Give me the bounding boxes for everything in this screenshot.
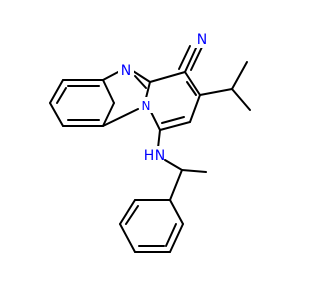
bond: [169, 169, 183, 201]
bond: [157, 129, 161, 149]
bond: [169, 199, 184, 225]
bond-double: [161, 116, 185, 124]
bond-double: [186, 81, 197, 96]
bond: [189, 94, 201, 123]
bond: [149, 71, 186, 83]
nitrile-nitrogen-label: N: [197, 32, 207, 48]
bond: [199, 88, 233, 96]
amine-hydrogen-label: H: [144, 148, 155, 164]
bond: [164, 159, 183, 171]
molecule-canvas: N N N H N: [49, 30, 251, 253]
bond-double: [134, 75, 147, 89]
imidazole-nitrogen-label: N: [121, 63, 131, 79]
benzo-ring: [49, 79, 115, 127]
pyridine-ring: [149, 71, 201, 131]
bond-double: [125, 205, 139, 225]
bond: [119, 223, 136, 253]
imidazole-ring: [102, 70, 151, 127]
bond: [49, 102, 64, 127]
amine-linker: [157, 129, 207, 201]
bond: [102, 79, 115, 104]
bond: [102, 108, 139, 127]
bridgehead-nitrogen-label: N: [142, 99, 151, 113]
bond: [184, 71, 201, 96]
bond: [231, 61, 248, 90]
bond: [132, 70, 151, 83]
bond: [145, 81, 151, 99]
amine-nitrogen-label: N: [155, 148, 165, 164]
bond: [184, 47, 197, 73]
bond: [49, 79, 64, 104]
bond: [102, 102, 115, 127]
molecule-structure: N N N H N: [49, 30, 251, 253]
bond: [149, 109, 161, 131]
bond: [102, 70, 121, 81]
atom-labels: N N N H N: [118, 30, 210, 164]
bond: [119, 199, 136, 225]
bond-double: [165, 223, 177, 247]
bond: [231, 88, 251, 111]
bond-double: [56, 87, 67, 104]
bond: [169, 223, 184, 253]
isopropyl-group: [199, 61, 251, 111]
phenyl-ring: [119, 199, 184, 253]
bond-triple: [190, 46, 203, 71]
bond-triple: [178, 45, 191, 70]
bond: [159, 121, 191, 131]
nitrile-group: [178, 45, 203, 73]
bond: [181, 169, 207, 173]
